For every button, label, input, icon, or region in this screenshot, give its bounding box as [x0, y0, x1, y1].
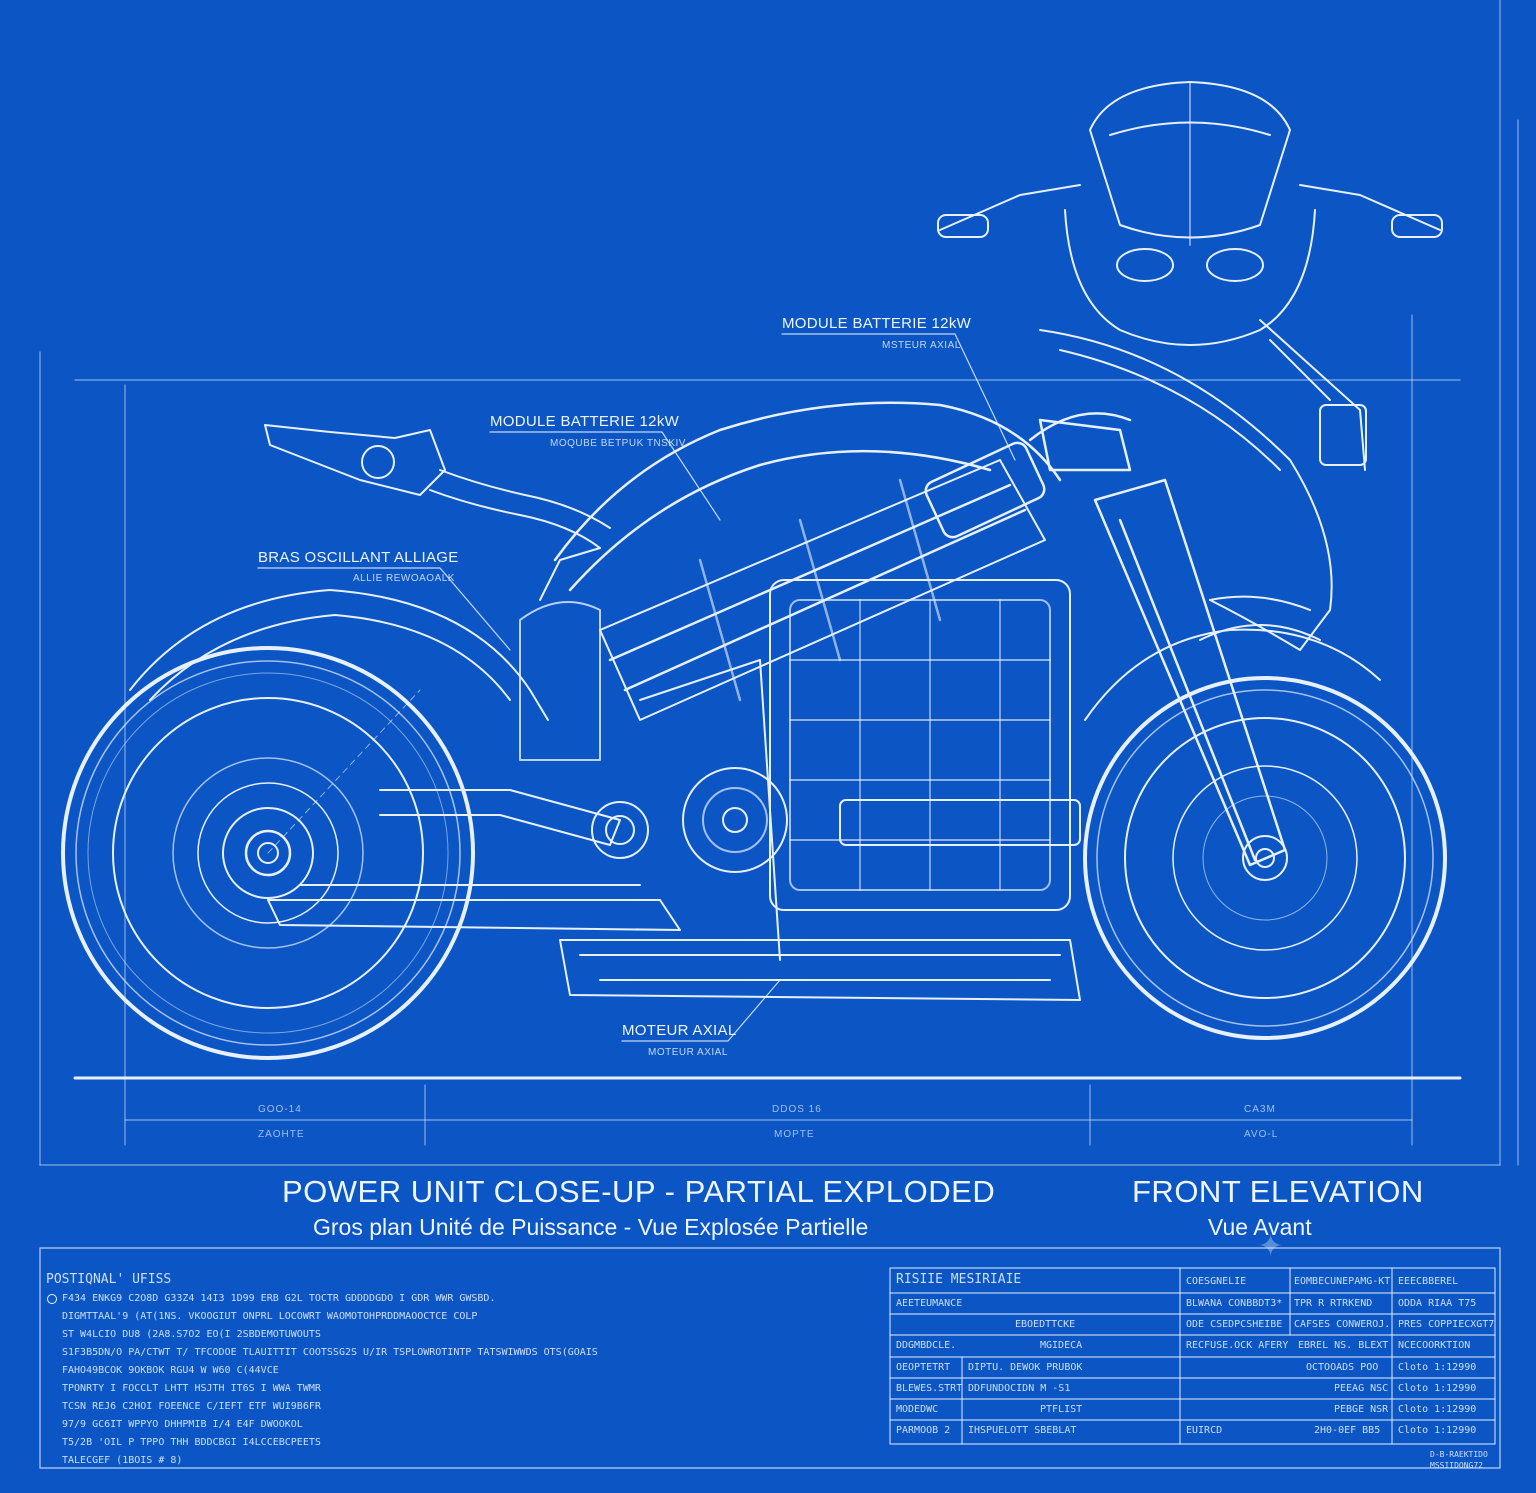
tb-mid-cell: RECFUSE.OCK AFERY: [1186, 1340, 1289, 1351]
tb-right-cell: ODDA RIAA T75: [1398, 1298, 1477, 1309]
tb-left-cell: IHSPUELOTT SBEBLAT: [968, 1425, 1077, 1436]
tb-right-cell: Cloto 1:12990: [1398, 1362, 1477, 1373]
callout-motor: MOTEUR AXIAL: [622, 1022, 737, 1039]
callout-motor-sub: MOTEUR AXIAL: [648, 1047, 728, 1058]
construction-lines: [39, 0, 1519, 1166]
notes-line: TPONRTY I FOCCLT LHTT HSJTH IT6S I WWA T…: [62, 1383, 321, 1394]
tb-left-cell: BLEWES.STRT: [896, 1383, 963, 1394]
callout-battery-top: MODULE BATTERIE 12kW: [782, 315, 972, 332]
notes-line: DIGMTTAAL'9 (AT(1NS. VKOOGIUT ONPRL LOCO…: [62, 1311, 478, 1322]
tb-left-cell: AEETEUMANCE: [896, 1298, 963, 1309]
notes-line: ST W4LCIO DU8 (2A8.S7O2 EO(I 2SBDEMOTUWO…: [62, 1329, 321, 1340]
tb-right-cell: Cloto 1:12990: [1398, 1404, 1477, 1415]
axial-motor: [519, 601, 1081, 1001]
notes-bullet-icon: [47, 1294, 57, 1304]
tb-mid-cell: PEEAG NSC: [1334, 1383, 1389, 1394]
front-fairing: [1039, 329, 1333, 651]
dim-rear-top: GOO-14: [258, 1104, 302, 1115]
front-fork: [924, 412, 1287, 867]
front-elevation-view: [937, 81, 1443, 471]
notes-line: S1F3B5DN/O PA/CTWT T/ TFCODOE TLAUITTIT …: [62, 1347, 598, 1358]
rear-wheel: [61, 646, 475, 1060]
notes-line: TCSN REJ6 C2HOI FOEENCE C/IEFT ETF WUI9B…: [62, 1401, 321, 1412]
title-block-header: RISIIE MESIRIAIE: [896, 1272, 1022, 1287]
battery-module: [769, 579, 1081, 911]
front-title: FRONT ELEVATION: [1132, 1174, 1424, 1209]
callout-battery-top-sub: MSTEUR AXIAL: [882, 340, 961, 351]
tb-right-cell: NCECOORKTION: [1398, 1340, 1471, 1351]
tb-mid-cell: EUIRCD: [1186, 1425, 1223, 1436]
tb-mid-cell: EOMBECUNEPAMG-KT: [1294, 1276, 1391, 1287]
dim-middle-top: DDOS 16: [772, 1104, 822, 1115]
front-subtitle: Vue Avant: [1208, 1214, 1312, 1240]
notes-title: POSTIQNAL' UFISS: [46, 1272, 172, 1287]
main-title: POWER UNIT CLOSE-UP - PARTIAL EXPLODED: [282, 1174, 996, 1209]
notes-line: F434 ENKG9 C2O8D G33Z4 14I3 1D99 ERB G2L…: [62, 1293, 496, 1304]
dim-front-top: CA3M: [1244, 1104, 1276, 1115]
tb-mid-cell: BLWANA CONBBDT3*: [1186, 1298, 1283, 1309]
tb-mid-cell: ODE CSEDPCSHEIBE: [1186, 1319, 1283, 1330]
notes-line: T5/2B 'OIL P TPPO THH BDDCBGI I4LCCEBCPE…: [62, 1437, 321, 1448]
tb-left-cell: DDFUNDOCIDN M -S1: [968, 1383, 1071, 1394]
tb-left-cell: MGIDECA: [1040, 1340, 1083, 1351]
notes-line: 97/9 GC6IT WPPYO DHHPMIB I/4 E4F DWOOKOL: [62, 1419, 303, 1430]
tb-right-cell: PRES COPPIECXGT7: [1398, 1319, 1495, 1330]
callout-battery-mid-sub: MOQUBE BETPUK TNSKIV: [550, 438, 686, 449]
tb-mid-cell: COESGNELIE: [1186, 1276, 1247, 1287]
tb-right-cell: Cloto 1:12990: [1398, 1425, 1477, 1436]
tb-mid-cell: OCTOOADS POO: [1306, 1362, 1379, 1373]
sparkle-icon: ✦: [1258, 1230, 1284, 1263]
tb-left-cell: PARMOOB 2: [896, 1425, 951, 1436]
title-block-grid: [39, 1247, 1501, 1469]
notes-line: TALECGEF (1BOIS # 8): [62, 1455, 183, 1466]
main-subtitle: Gros plan Unité de Puissance - Vue Explo…: [313, 1214, 869, 1240]
tb-left-cell: EBOEDTTCKE: [1015, 1319, 1076, 1330]
tb-mid-cell: 2H0-0EF BB5: [1314, 1425, 1381, 1436]
dim-middle-bottom: MOPTE: [774, 1129, 815, 1140]
tb-left-cell: MODEDWC: [896, 1404, 939, 1415]
tb-mid-cell: PEBGE NSR: [1334, 1404, 1389, 1415]
footer-code: MSSIIDONG72: [1430, 1461, 1483, 1470]
footer-code: D-B-RAEKTIDO: [1430, 1450, 1488, 1459]
callout-battery-mid: MODULE BATTERIE 12kW: [490, 413, 680, 430]
tb-left-cell: OEOPTETRT: [896, 1362, 951, 1373]
tb-mid-cell: CAFSES CONWEROJ.: [1294, 1319, 1391, 1330]
dim-rear-bottom: ZAOHTE: [258, 1129, 305, 1140]
callout-leaders: [257, 333, 1016, 1042]
tb-mid-cell: EBREL NS. BLEXT: [1298, 1340, 1389, 1351]
tb-right-cell: EEECBBEREL: [1398, 1276, 1459, 1287]
rear-handle: [264, 424, 611, 601]
callout-swingarm-sub: ALLIE REWOAOALK: [353, 573, 455, 584]
tb-right-cell: Cloto 1:12990: [1398, 1383, 1477, 1394]
tank-shell: [553, 401, 1062, 721]
tb-left-cell: DIPTU. DEWOK PRUBOK: [968, 1362, 1083, 1373]
swingarm: [129, 589, 681, 931]
notes-line: FAHO49BCOK 9OKBOK RGU4 W W60 C(44VCE: [62, 1365, 279, 1376]
callout-swingarm: BRAS OSCILLANT ALLIAGE: [258, 549, 459, 566]
dim-front-bottom: AVO-L: [1244, 1129, 1279, 1140]
tb-mid-cell: TPR R RTRKEND: [1294, 1298, 1373, 1309]
tb-left-cell: DDGMBDCLE.: [896, 1340, 957, 1351]
front-wheel: [1083, 628, 1447, 1040]
tb-left-cell: PTFLIST: [1040, 1404, 1083, 1415]
